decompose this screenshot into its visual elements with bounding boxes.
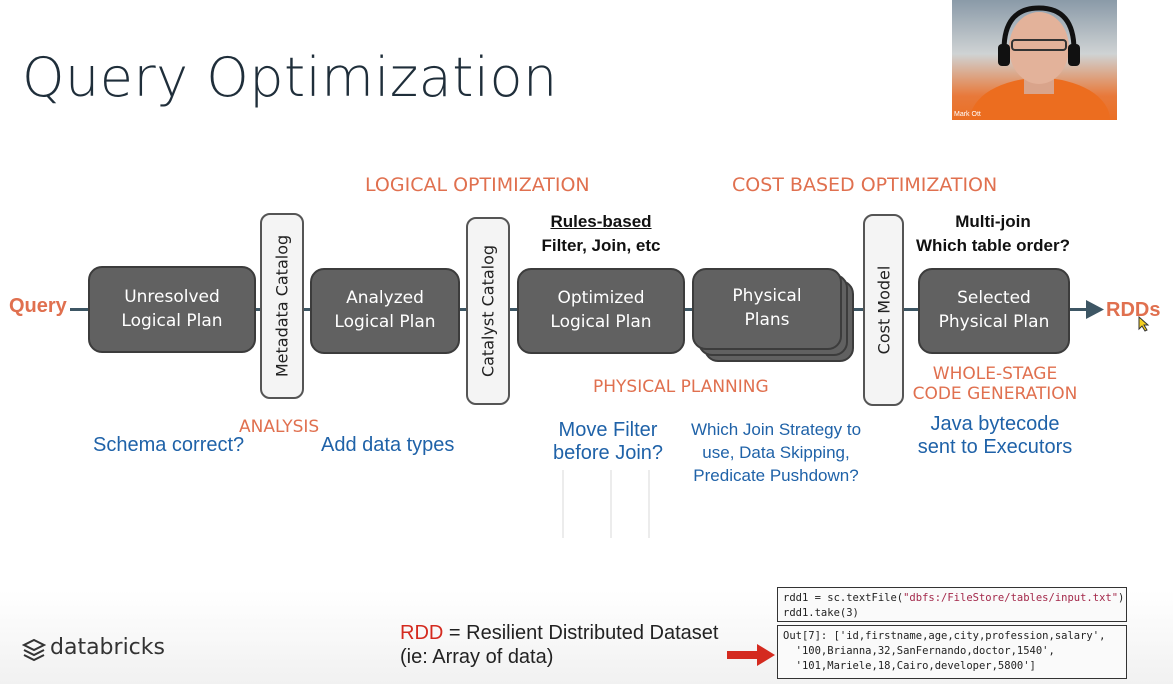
output-line: '101,Mariele,18,Cairo,developer,5800'] [783,660,1036,673]
flow-arrowhead-icon [1086,300,1104,319]
red-arrow-icon [727,644,775,666]
webcam-video: Mark Ott [952,0,1117,120]
rules-heading: Rules-based [550,212,652,231]
whole-stage-codegen-header: WHOLE-STAGE CODE GENERATION [905,364,1085,405]
analysis-header: ANALYSIS [239,417,320,437]
header-line: WHOLE-STAGE [932,364,1058,384]
box-line: Physical [732,286,802,307]
box-line: Unresolved [124,286,220,307]
code-input-cell: rdd1 = sc.textFile("dbfs:/FileStore/tabl… [777,587,1127,622]
join-strategy-note: Which Join Strategy to use, Data Skippin… [686,419,866,488]
note-line: Java bytecode [930,413,1060,435]
header-line: CODE GENERATION [912,384,1078,405]
catalyst-catalog-box: Catalyst Catalog [466,217,510,405]
rdd-rest: = Resilient Distributed Dataset [443,622,719,644]
rules-sub: Filter, Join, etc [541,235,661,255]
rules-based-label: Rules-based Filter, Join, etc [530,210,672,258]
rdd-abbr: RDD [400,622,444,644]
move-filter-note: Move Filter before Join? [548,419,668,465]
note-line: before Join? [552,442,664,464]
code-token: ) [1118,592,1125,604]
box-line: Logical Plan [121,310,223,331]
box-line: Selected [957,288,1031,309]
box-line: Physical Plan [938,312,1050,332]
output-line: Out[7]: ['id,firstname,age,city,professi… [783,630,1106,642]
box-line: Logical Plan [550,312,652,332]
webcam-name-label: Mark Ott [954,111,981,118]
faint-divider [610,470,612,538]
metadata-catalog-label: Metadata Catalog [272,234,292,378]
faint-divider [648,470,650,538]
query-label: Query [9,295,67,317]
note-line: Predicate Pushdown? [693,465,859,485]
box-line: Analyzed [346,288,424,309]
output-line: '100,Brianna,32,SanFernando,doctor,1540'… [783,645,1055,658]
multi-join-label: Multi-join Which table order? [903,210,1083,258]
rdds-label: RDDs [1106,299,1161,321]
rdd-definition: RDD = Resilient Distributed Dataset (ie:… [400,621,718,669]
databricks-logo-icon [22,638,46,662]
slide-title: Query Optimization [22,46,558,109]
box-line: Optimized [557,288,645,309]
code-output-cell: Out[7]: ['id,firstname,age,city,professi… [777,625,1127,679]
databricks-wordmark: databricks [50,635,165,660]
cost-model-label: Cost Model [874,265,893,355]
note-line: use, Data Skipping, [702,442,850,462]
note-line: Move Filter [558,419,658,441]
rdd-definition-line1: RDD = Resilient Distributed Dataset [400,621,718,645]
logical-optimization-header: LOGICAL OPTIMIZATION [365,174,590,196]
note-line: Which Join Strategy to [690,420,862,439]
java-bytecode-note: Java bytecode sent to Executors [905,413,1085,459]
add-data-types-note: Add data types [321,434,455,456]
mouse-cursor-icon [1138,316,1150,332]
box-line: Plans [744,310,790,330]
note-line: sent to Executors [917,436,1073,458]
cost-based-optimization-header: COST BASED OPTIMIZATION [732,174,998,196]
physical-planning-header: PHYSICAL PLANNING [593,377,769,397]
rdd-definition-line2: (ie: Array of data) [400,646,554,668]
code-string: "dbfs:/FileStore/tables/input.txt" [903,592,1119,604]
faint-divider [562,470,564,538]
catalyst-catalog-label: Catalyst Catalog [478,244,498,378]
schema-correct-note: Schema correct? [93,434,245,456]
multi-join-heading: Multi-join [955,212,1031,231]
cost-model-box: Cost Model [863,214,904,406]
multi-join-sub: Which table order? [916,235,1070,255]
presenter-avatar-icon [970,5,1110,120]
metadata-catalog-box: Metadata Catalog [260,213,304,399]
code-line: rdd1.take(3) [783,607,859,620]
box-line: Logical Plan [334,312,436,332]
code-token: rdd1 = sc.textFile( [783,592,904,604]
